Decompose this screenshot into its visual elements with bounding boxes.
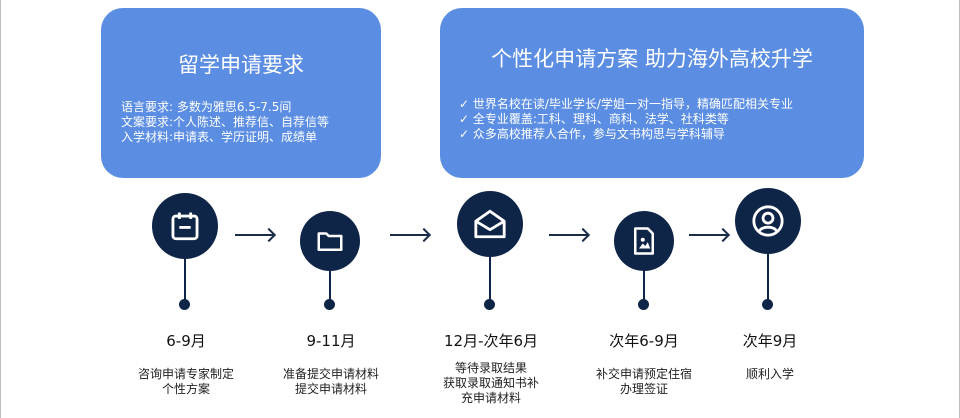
step5-dot: [762, 299, 773, 310]
mail-icon: [474, 209, 506, 239]
step3-desc-line: 获取录取通知书补: [442, 376, 540, 390]
step4-date: 次年6-9月: [609, 332, 679, 350]
requirement-language: 语言要求: 多数为雅思6.5-7.5间: [121, 100, 292, 114]
arrow-2-3: [390, 234, 428, 236]
requirement-admission: 入学材料:申请表、学历证明、成绩单: [121, 130, 318, 144]
step2-desc-line: 准备提交申请材料: [282, 367, 380, 381]
left-border: [0, 0, 1, 418]
step1-dot: [179, 299, 190, 310]
plan-point-coverage: ✓ 全专业覆盖:工科、理科、商科、法学、社科类等: [459, 112, 729, 126]
step2-stem: [329, 271, 331, 301]
requirements-card: 留学申请要求 语言要求: 多数为雅思6.5-7.5间 文案要求:个人陈述、推荐信…: [101, 8, 381, 178]
step3-desc-line: 等待录取结果: [454, 361, 528, 375]
step3-stem: [489, 257, 491, 301]
step4-stem: [643, 271, 645, 301]
calendar-icon: [171, 212, 199, 241]
plan-point-recommenders: ✓ 众多高校推荐人合作，参与文书构思与学科辅导: [459, 127, 725, 141]
step4-description: 补交申请预定住宿 办理签证: [596, 367, 692, 397]
step5-desc-line: 顺利入学: [745, 367, 795, 381]
step3-desc-line: 充申请材料: [460, 391, 522, 405]
step2-dot: [324, 299, 335, 310]
step2-desc-line: 提交申请材料: [294, 382, 368, 396]
step4-dot: [638, 299, 649, 310]
requirements-title: 留学申请要求: [178, 53, 304, 77]
image-file-icon: [634, 227, 654, 255]
plan-card: 个性化申请方案 助力海外高校升学 ✓ 世界名校在读/毕业学长/学姐一对一指导，精…: [440, 8, 864, 178]
plan-point-mentoring: ✓ 世界名校在读/毕业学长/学姐一对一指导，精确匹配相关专业: [459, 97, 793, 111]
arrow-3-4: [549, 234, 587, 236]
step3-date: 12月-次年6月: [443, 332, 539, 350]
step5-description: 顺利入学: [746, 367, 794, 382]
step4-desc-line: 补交申请预定住宿: [595, 367, 693, 381]
plan-title: 个性化申请方案 助力海外高校升学: [491, 47, 813, 71]
step2-date: 9-11月: [306, 332, 356, 350]
step1-desc-line: 个性方案: [161, 382, 211, 396]
step1-date: 6-9月: [166, 332, 206, 350]
arrow-1-2: [235, 234, 273, 236]
step1-node: [152, 193, 218, 259]
step1-stem: [184, 259, 186, 301]
step4-desc-line: 办理签证: [619, 382, 669, 396]
step1-description: 咨询申请专家制定 个性方案: [138, 367, 234, 397]
folder-icon: [317, 232, 343, 251]
step2-description: 准备提交申请材料 提交申请材料: [283, 367, 379, 397]
step3-dot: [484, 299, 495, 310]
arrow-4-5: [689, 234, 727, 236]
user-icon: [752, 205, 784, 237]
step5-stem: [767, 254, 769, 301]
step1-desc-line: 咨询申请专家制定: [137, 367, 235, 381]
step4-node: [614, 211, 674, 271]
step5-node: [735, 188, 801, 254]
step3-description: 等待录取结果 获取录取通知书补 充申请材料: [443, 361, 539, 406]
requirement-documents: 文案要求:个人陈述、推荐信、自荐信等: [121, 115, 330, 129]
step5-date: 次年9月: [742, 332, 798, 350]
step2-node: [300, 211, 360, 271]
step3-node: [457, 191, 523, 257]
